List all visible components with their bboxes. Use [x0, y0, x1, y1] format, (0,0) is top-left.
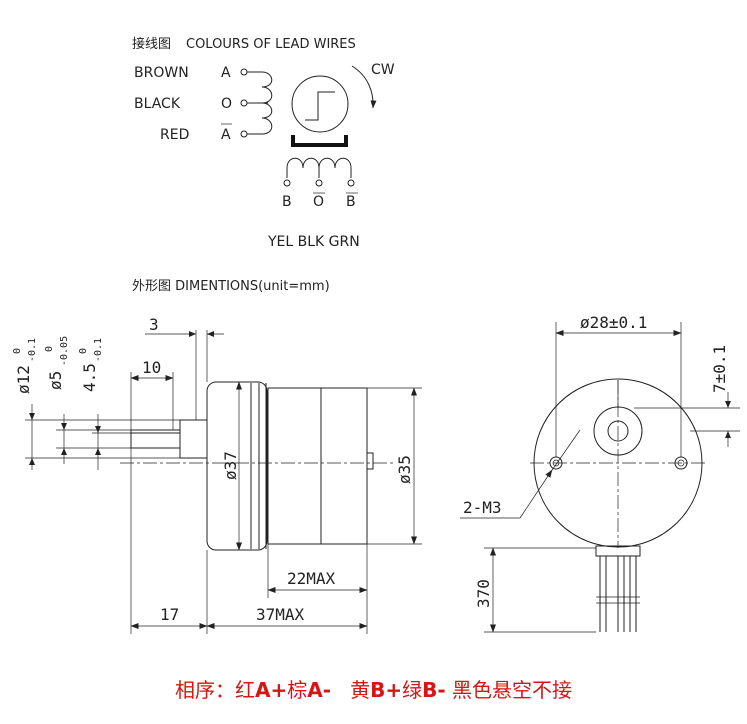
dim-shaft-tol-top: 0: [44, 346, 55, 352]
bottom-pin-b-bar: B: [346, 194, 356, 210]
cw-arrow: [351, 65, 377, 109]
lead-pin-a: A: [221, 65, 231, 81]
footer-b-minus: B-: [422, 678, 446, 702]
dim-len-37: 37MAX: [256, 605, 305, 624]
dim-boss-dia: ø12: [14, 365, 33, 394]
dim-flat: 4.5: [80, 363, 99, 392]
footer-suffix: 黑色悬空不接: [452, 678, 573, 702]
lead-color-brown: BROWN: [134, 65, 189, 81]
dim-boss-tol-top: 0: [12, 348, 23, 354]
rotor-magnet: [305, 91, 335, 121]
lead-color-black: BLACK: [134, 96, 181, 112]
footer-a-minus: A-: [307, 678, 332, 702]
output-shaft: [130, 429, 181, 449]
wiring-diagram: 接线图 COLOURS OF LEAD WIRES BROWN BLACK RE…: [132, 36, 395, 250]
terminal-a: [240, 68, 248, 76]
front-view: ø28±0.1 7±0.1 2-M3 370: [460, 313, 740, 633]
footer-mid2: 黄: [350, 678, 371, 702]
footer-b-plus: B+: [370, 678, 403, 702]
bottom-pin-b: B: [282, 194, 292, 210]
motor-can: [267, 387, 368, 545]
dim-shaft-len: 3: [149, 315, 159, 334]
dim-shaft-tol-bot: -0.05: [59, 336, 70, 366]
rear-nub: [366, 452, 374, 470]
bottom-pin-o: O: [313, 194, 324, 210]
front-boss: [179, 419, 208, 459]
terminal-o: [240, 99, 248, 107]
footer-prefix: 相序：红: [174, 678, 255, 702]
side-view: 3 10 ø12 0 -0.1 ø5 0 -0.05 4.: [12, 315, 422, 634]
rotor-circle: [291, 75, 349, 133]
dim-len-17: 17: [160, 605, 179, 624]
dim-offset: 7±0.1: [710, 345, 729, 393]
terminal-o2: [315, 179, 323, 187]
dim-len-22: 22MAX: [287, 569, 336, 588]
dim-can-dia: ø35: [395, 455, 414, 484]
coil-a: [261, 71, 273, 135]
dim-body-dia: ø37: [221, 451, 240, 480]
lead-pin-o: O: [221, 96, 232, 112]
lead-pin-a-bar: A: [221, 127, 231, 143]
dim-boss-tol-bot: -0.1: [27, 338, 38, 362]
phase-sequence-note: 相序：红A+棕A- 黄B+绿B- 黑色悬空不接: [0, 674, 747, 703]
wiring-title-en: COLOURS OF LEAD WIRES: [186, 37, 356, 52]
lead-color-red: RED: [160, 127, 189, 143]
dim-flat-len: 10: [142, 358, 161, 377]
wiring-title-cn: 接线图: [132, 36, 171, 52]
dim-pcd: ø28±0.1: [580, 313, 647, 332]
dim-lead-len: 370: [474, 579, 493, 608]
dim-shaft-dia: ø5: [46, 371, 65, 390]
terminal-b: [283, 179, 291, 187]
bottom-wire-colors: YEL BLK GRN: [267, 234, 360, 250]
footer-a-plus: A+: [254, 678, 288, 702]
rotation-label: CW: [371, 62, 395, 78]
footer-mid1: 棕: [287, 678, 308, 702]
terminal-b-bar: [347, 179, 355, 187]
terminal-a-bar: [240, 130, 248, 138]
dim-holes: 2-M3: [463, 498, 502, 517]
dim-flat-tol-bot: -0.1: [93, 338, 104, 362]
outline-title: 外形图 DIMENTIONS(unit=mm): [132, 279, 330, 294]
stator-bracket: [291, 135, 348, 147]
dim-flat-tol-top: 0: [78, 348, 89, 354]
footer-mid3: 绿: [402, 678, 423, 702]
